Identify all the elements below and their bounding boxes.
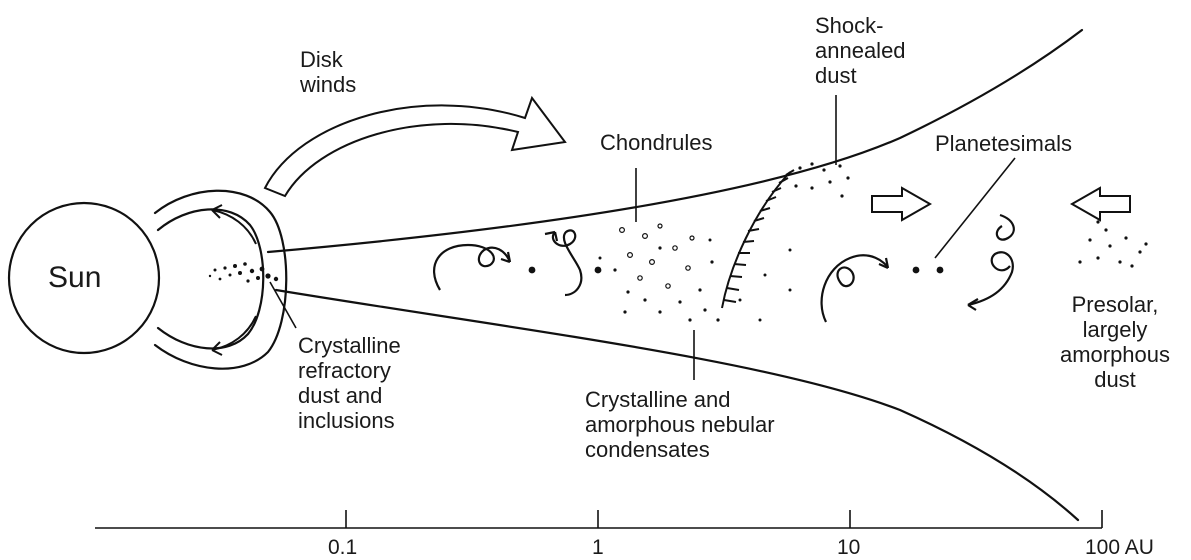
presolar-label: Presolar, largely amorphous dust (1050, 292, 1180, 392)
turbulence-swirls-left (434, 230, 581, 295)
crystalline-refractory-line-2: refractory (298, 358, 401, 383)
presolar-line-1: Presolar, (1050, 292, 1180, 317)
disk-winds-arrow (265, 98, 565, 196)
crystalline-refractory-label: Crystalline refractory dust and inclusio… (298, 333, 401, 433)
sun-label: Sun (48, 262, 101, 294)
planetesimals-label: Planetesimals (935, 131, 1072, 156)
shock-front (722, 170, 794, 308)
axis-tick-label-0.1: 0.1 (328, 536, 357, 560)
presolar-line-3: amorphous (1050, 342, 1180, 367)
crystalline-refractory-line-3: dust and (298, 383, 401, 408)
chondrule-particles (620, 224, 694, 288)
large-particles (529, 267, 944, 274)
shock-annealed-line-1: Shock- (815, 13, 906, 38)
nebular-condensates-line-3: condensates (585, 437, 775, 462)
chondrules-label: Chondrules (600, 130, 713, 155)
shock-annealed-line-2: annealed (815, 38, 906, 63)
axis-tick-label-1: 1 (592, 536, 604, 560)
presolar-line-4: dust (1050, 367, 1180, 392)
refractory-dust-particles (209, 262, 278, 282)
presolar-line-2: largely (1050, 317, 1180, 342)
shock-annealed-line-3: dust (815, 63, 906, 88)
disk-winds-label: Disk winds (300, 47, 356, 97)
crystalline-refractory-line-4: inclusions (298, 408, 401, 433)
axis-tick-label-100-au: 100 AU (1085, 536, 1154, 560)
nebular-condensate-particles (599, 239, 792, 322)
shock-annealed-particles (794, 162, 849, 197)
nebular-condensates-line-1: Crystalline and (585, 387, 775, 412)
disk-winds-line-2: winds (300, 72, 356, 97)
nebular-condensates-label: Crystalline and amorphous nebular conden… (585, 387, 775, 462)
nebular-condensates-line-2: amorphous nebular (585, 412, 775, 437)
shock-annealed-label: Shock- annealed dust (815, 13, 906, 88)
axis-tick-label-10: 10 (837, 536, 860, 560)
distance-axis (95, 510, 1102, 528)
disk-winds-line-1: Disk (300, 47, 356, 72)
crystalline-refractory-line-1: Crystalline (298, 333, 401, 358)
presolar-dust-particles (1078, 220, 1147, 267)
